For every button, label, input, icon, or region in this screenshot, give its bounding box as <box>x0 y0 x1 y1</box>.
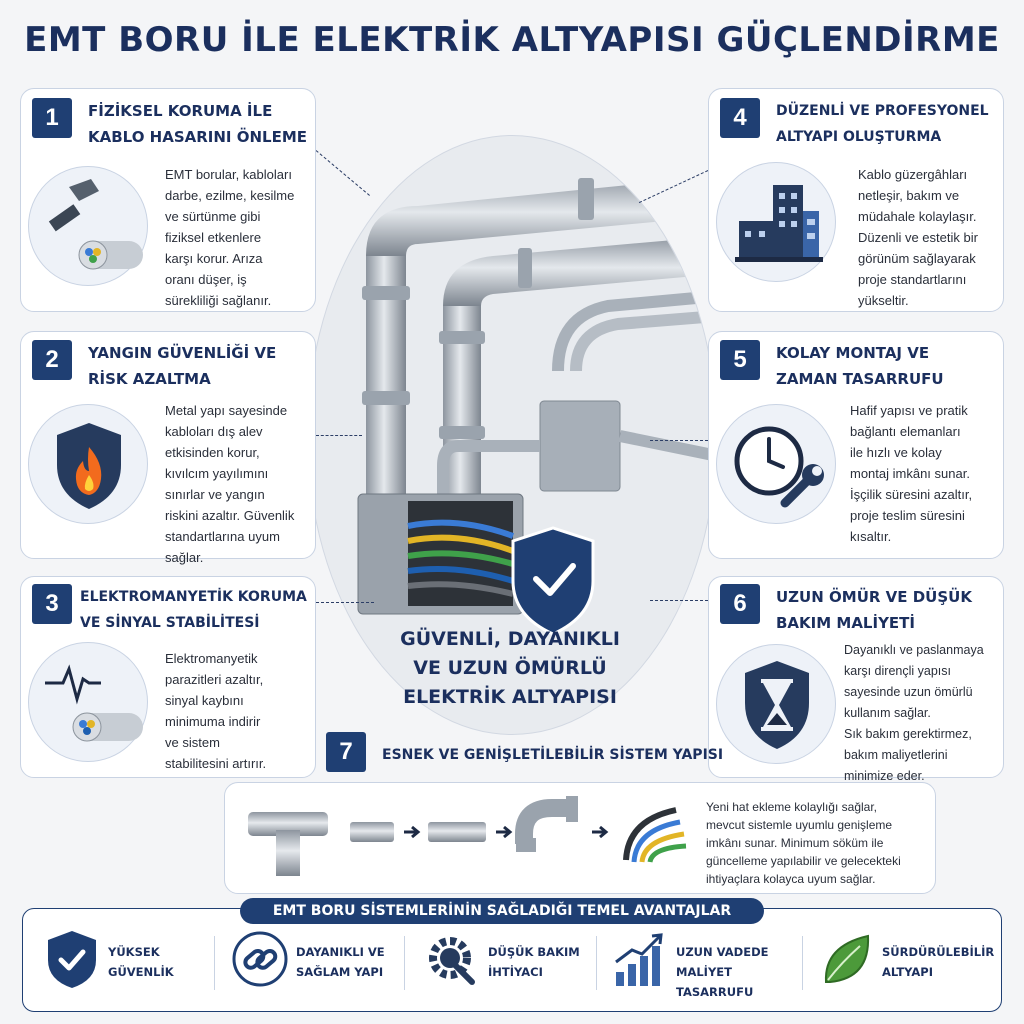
card-number: 3 <box>32 584 72 624</box>
page-title: EMT BORU İLE ELEKTRİK ALTYAPISI GÜÇLENDİ… <box>24 20 1000 60</box>
center-tagline: GÜVENLİ, DAYANIKLI VE UZUN ÖMÜRLÜ ELEKTR… <box>400 628 620 708</box>
benefit-label: DÜŞÜK BAKIM İHTİYACI <box>488 945 580 979</box>
benefit-low-maintenance: DÜŞÜK BAKIM İHTİYACI <box>424 928 604 998</box>
benefit-durable: DAYANIKLI VE SAĞLAM YAPI <box>232 928 412 998</box>
card-title: DÜZENLİ VE PROFESYONEL ALTYAPI OLUŞTURMA <box>776 103 989 145</box>
fire-shield-icon <box>28 404 148 524</box>
card-number: 1 <box>32 98 72 138</box>
card-number: 2 <box>32 340 72 380</box>
connector-line <box>650 600 708 601</box>
leaf-icon <box>824 934 870 983</box>
signal-cable-icon <box>28 642 148 762</box>
growth-chart-icon <box>615 933 663 986</box>
card-text: Yeni hat ekleme kolaylığı sağlar, mevcut… <box>706 800 901 886</box>
divider <box>214 936 215 990</box>
gear-wrench-icon <box>429 937 475 985</box>
benefit-label: DAYANIKLI VE SAĞLAM YAPI <box>296 945 385 979</box>
conduit-fittings-illustration <box>236 790 696 890</box>
hammer-cable-icon <box>28 166 148 286</box>
divider <box>404 936 405 990</box>
card-text: Kablo güzergâhları netleşir, bakım ve mü… <box>858 167 978 308</box>
card-number: 5 <box>720 340 760 380</box>
connector-line <box>650 440 708 441</box>
card-text: Dayanıklı ve paslanmaya karşı dirençli y… <box>844 643 984 783</box>
shield-check-icon <box>48 931 96 988</box>
feature-card-7 <box>224 782 936 894</box>
benefits-header: EMT BORU SİSTEMLERİNİN SAĞLADIĞI TEMEL A… <box>240 898 764 924</box>
card-text: Metal yapı sayesinde kabloları dış alev … <box>165 403 295 565</box>
card-title: UZUN ÖMÜR VE DÜŞÜK BAKIM MALİYETİ <box>776 588 972 632</box>
chain-link-icon <box>232 931 288 987</box>
card-number: 6 <box>720 584 760 624</box>
divider <box>596 936 597 990</box>
benefit-label: SÜRDÜRÜLEBİLİR ALTYAPI <box>882 945 995 979</box>
card-text: Hafif yapısı ve pratik bağlantı elemanla… <box>850 403 973 544</box>
connector-line <box>638 170 709 204</box>
card-number: 7 <box>326 732 366 772</box>
benefit-sustainable: SÜRDÜRÜLEBİLİR ALTYAPI <box>818 928 998 998</box>
card-title: KOLAY MONTAJ VE ZAMAN TASARRUFU <box>776 344 944 388</box>
building-icon <box>716 162 836 282</box>
connector-line <box>315 150 370 196</box>
connector-line <box>316 435 362 436</box>
connector-line <box>316 602 374 603</box>
benefit-label: YÜKSEK GÜVENLİK <box>108 945 174 979</box>
clock-wrench-icon <box>716 404 836 524</box>
card-title: ELEKTROMANYETİK KORUMA VE SİNYAL STABİLİ… <box>80 589 307 631</box>
card-title: YANGIN GÜVENLİĞİ VE RİSK AZALTMA <box>88 344 277 388</box>
benefit-high-security: YÜKSEK GÜVENLİK <box>44 928 224 998</box>
divider <box>802 936 803 990</box>
card-number: 4 <box>720 98 760 138</box>
conduit-illustration <box>307 135 717 735</box>
benefit-long-term-savings: UZUN VADEDE MALİYET TASARRUFU <box>612 928 812 999</box>
card-text: EMT borular, kabloları darbe, ezilme, ke… <box>165 167 295 308</box>
card-title: ESNEK VE GENİŞLETİLEBİLİR SİSTEM YAPISI <box>382 747 724 763</box>
card-text: Elektromanyetik parazitleri azaltır, sin… <box>165 651 267 771</box>
benefit-label: UZUN VADEDE MALİYET TASARRUFU <box>676 945 769 999</box>
card-title: FİZİKSEL KORUMA İLE KABLO HASARINI ÖNLEM… <box>88 102 308 146</box>
hourglass-shield-icon <box>716 644 836 764</box>
